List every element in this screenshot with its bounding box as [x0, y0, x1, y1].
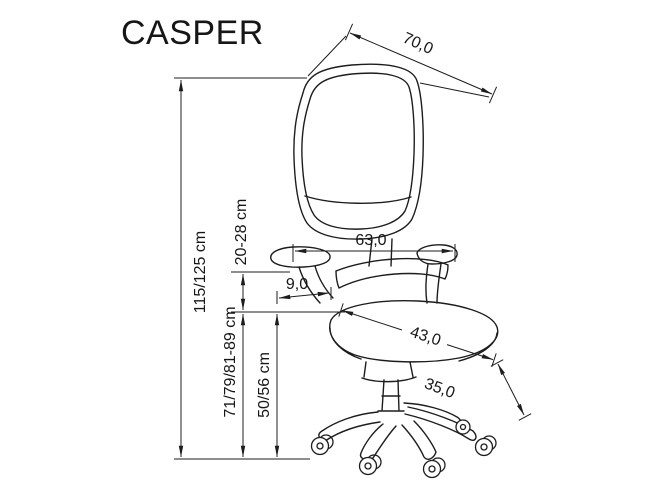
backrest-outline: [293, 63, 424, 240]
dim-line-armrest-pad: [278, 291, 330, 300]
caster-wheel: [358, 456, 378, 476]
dimension-lines: [174, 23, 532, 460]
base-legs: [318, 402, 477, 460]
caster-hub: [364, 462, 372, 470]
caster-wheel: [455, 419, 471, 435]
dim-line-top-width: [349, 32, 493, 95]
caster-hub: [428, 465, 436, 473]
dim-label-overall-height: 115/125 cm: [192, 231, 209, 313]
caster-wheel: [474, 437, 494, 457]
dim-label-seat-width: 35,0: [422, 375, 457, 402]
caster-wheel: [422, 459, 442, 479]
dim-label-armrest-height: 71/79/81-89 cm: [222, 306, 239, 417]
caster-hub: [316, 442, 324, 450]
casters: [310, 419, 497, 479]
caster-hub: [480, 443, 488, 451]
chair-drawing: [270, 63, 499, 479]
armrest-left: [270, 246, 334, 304]
dim-line-seat-depth: [342, 310, 493, 359]
dim-line-seat-width: [497, 363, 525, 416]
caster-wheel: [310, 436, 330, 456]
product-title: CASPER: [121, 14, 264, 52]
dim-label-seat-height: 50/56 cm: [256, 352, 273, 418]
dim-label-armrest-pad: 9,0: [286, 276, 308, 293]
dim-label-armrest-range: 20-28 cm: [233, 199, 250, 266]
dim-label-top-width: 70,0: [400, 30, 435, 58]
dim-label-backrest-width: 63,0: [355, 232, 386, 249]
dim-label-seat-depth: 43,0: [408, 324, 443, 350]
caster-hub: [459, 423, 467, 431]
